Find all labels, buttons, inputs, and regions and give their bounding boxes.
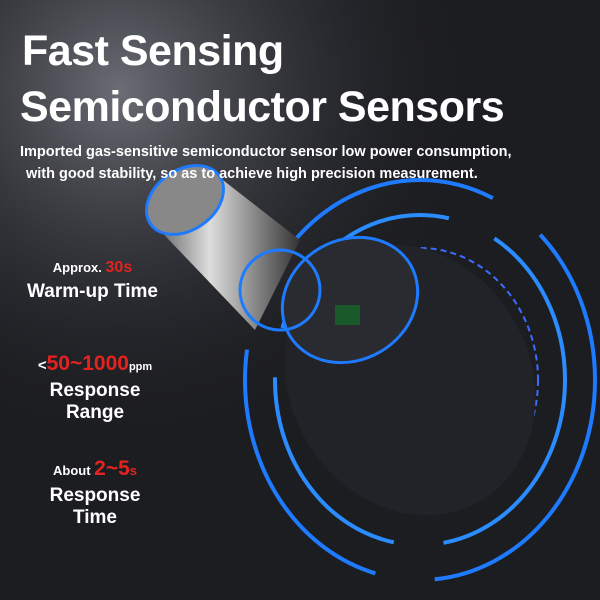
spec-prefix: About <box>52 463 95 478</box>
spec-response-range: <50~1000ppm Response Range <box>20 352 170 424</box>
spec-prefix: < <box>37 357 47 374</box>
headline-line-1: Fast Sensing <box>22 27 284 75</box>
headline-line-2: Semiconductor Sensors <box>20 83 505 131</box>
spec-unit: s <box>129 463 137 478</box>
spec-label: Response Range <box>49 380 141 423</box>
spec-warm-up-time: Approx. 30s Warm-up Time <box>20 259 165 303</box>
spec-unit: ppm <box>128 361 153 373</box>
description-line-2: with good stability, so as to achieve hi… <box>26 166 478 182</box>
spec-label: Warm-up Time <box>27 281 158 302</box>
spec-value: 30s <box>105 259 133 276</box>
spec-value: 50~1000 <box>46 352 129 375</box>
spec-response-time: About 2~5s Response Time <box>25 457 165 529</box>
description-line-1: Imported gas-sensitive semiconductor sen… <box>20 144 512 160</box>
spec-label: Response Time <box>49 485 141 528</box>
description: Imported gas-sensitive semiconductor sen… <box>20 141 511 185</box>
spec-value: 2~5 <box>94 457 130 480</box>
spec-prefix: Approx. <box>52 260 106 275</box>
